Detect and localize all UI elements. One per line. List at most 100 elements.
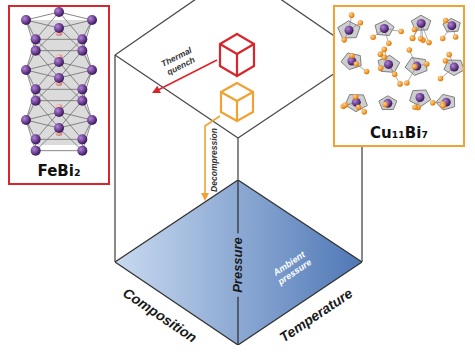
- cube-frame: [115, 0, 362, 262]
- polyhedron-face: [26, 120, 92, 145]
- axis-label: Pressure: [231, 237, 246, 293]
- polyhedron-face: [26, 70, 92, 95]
- cu-atom: [364, 69, 370, 75]
- cu-atom: [392, 71, 398, 77]
- cube-edge: [237, 34, 254, 44]
- formula-label: Cu₁₁Bi₇: [370, 125, 428, 142]
- cu-atom: [412, 64, 418, 70]
- cu-atom: [418, 36, 424, 42]
- cube-edge: [221, 83, 237, 92]
- cu-atom: [397, 81, 403, 87]
- bi-atom: [31, 46, 41, 56]
- cube-edge: [237, 112, 253, 121]
- bi-atom: [77, 96, 87, 106]
- cube-edge: [220, 92, 222, 112]
- cu-atom: [378, 51, 384, 57]
- bi-atom: [54, 57, 64, 67]
- polyhedron-edge: [36, 139, 83, 140]
- cu-atom: [446, 52, 452, 58]
- cube-edge: [236, 101, 238, 121]
- formula-label: FeBi₂: [38, 163, 81, 180]
- decompression-arrow-line: [205, 116, 220, 194]
- polyhedron-edge: [36, 89, 83, 90]
- cu-atom: [370, 34, 376, 40]
- cu-atom: [426, 40, 432, 46]
- bi-atom: [412, 62, 421, 71]
- bi-atom: [31, 84, 41, 94]
- quench-arrow-head: [152, 86, 161, 93]
- cu-atom: [382, 102, 388, 108]
- panel-grounds: [8, 5, 465, 185]
- cube-edge: [219, 44, 221, 66]
- polyhedron-edge: [59, 112, 92, 120]
- cube-edge: [237, 83, 253, 92]
- cube-edge: [252, 92, 254, 112]
- bi-atom: [77, 84, 87, 94]
- cu-atom: [430, 100, 436, 106]
- bi-atom: [54, 7, 64, 17]
- bi-atom: [21, 65, 31, 75]
- cu-atom: [443, 18, 449, 24]
- cu-atom: [424, 61, 430, 67]
- cu-atom: [361, 109, 367, 115]
- cu-atom: [381, 47, 387, 53]
- polyhedron-face: [338, 21, 360, 38]
- bi-atom: [87, 115, 97, 125]
- cu-atom: [412, 27, 418, 33]
- cu-atom: [407, 47, 413, 53]
- quench-state-cube: [220, 34, 254, 76]
- cube-edge: [236, 54, 238, 76]
- panel-ground: [8, 5, 110, 185]
- cube-edge: [220, 34, 237, 44]
- cu-atom: [358, 20, 364, 26]
- panel-ground: [333, 5, 465, 147]
- bi-atom: [31, 96, 41, 106]
- polyhedron-edge: [36, 150, 83, 151]
- polyhedron-edge: [59, 62, 92, 70]
- pressure-state-cube: [221, 83, 253, 121]
- bi-atom: [417, 19, 426, 28]
- polyhedron-face: [26, 95, 92, 120]
- bi-atom: [77, 146, 87, 156]
- cu-atom: [341, 37, 347, 43]
- polyhedron-face: [410, 90, 431, 107]
- bi-atom: [54, 123, 64, 133]
- polyhedron-face: [443, 18, 460, 32]
- cube-edge: [221, 112, 237, 121]
- cu-atom: [386, 41, 392, 47]
- process-label: Thermal quench: [154, 43, 204, 81]
- cube-edge: [237, 66, 254, 76]
- cube-edge: [114, 55, 115, 262]
- cube-edge: [237, 44, 254, 54]
- polyhedron-face: [378, 55, 400, 72]
- cube-edge: [220, 44, 237, 54]
- cu-atom: [378, 65, 384, 71]
- bi-atom: [447, 21, 456, 30]
- bi-atom: [31, 34, 41, 44]
- polyhedron-edge: [36, 100, 83, 101]
- polyhedron-edge: [36, 39, 83, 40]
- polyhedron-edge: [36, 50, 83, 51]
- bi-atom: [21, 115, 31, 125]
- bi-atom: [77, 46, 87, 56]
- bi-atom: [54, 23, 64, 33]
- bi-atom: [77, 134, 87, 144]
- cube-edge: [237, 138, 238, 180]
- cu11bi7-structure: [338, 12, 465, 114]
- cu-atom: [440, 103, 446, 109]
- polyhedron-edge: [26, 70, 59, 78]
- bi-atom: [31, 134, 41, 144]
- bi-atom: [77, 34, 87, 44]
- polyhedron-edge: [26, 12, 59, 20]
- ambient-plane-face: [115, 180, 362, 345]
- process-label: Decompression: [210, 128, 220, 192]
- bi-atom: [345, 26, 354, 35]
- polyhedron-edge: [26, 20, 59, 28]
- cu-atom: [404, 80, 410, 86]
- cu-atom: [398, 29, 404, 35]
- bi-atom: [54, 107, 64, 117]
- polyhedron-edge: [59, 120, 92, 128]
- polyhedron-edge: [26, 120, 59, 128]
- cube-edge: [253, 44, 255, 66]
